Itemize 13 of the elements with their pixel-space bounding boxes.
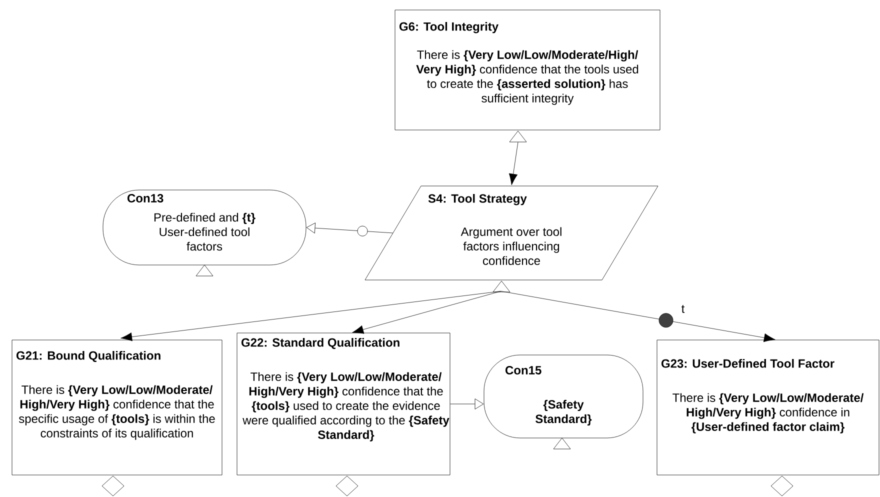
arrow [120, 290, 502, 342]
context-box: Con13 Pre-defined and {t} User-defined tool factors [102, 190, 306, 276]
context-box: Con15 {Safety Standard} [484, 354, 644, 450]
arrow [450, 398, 484, 410]
goal-box: G22: Standard Qualification There is {Very Low/Low/Moderate/High/Very High} confidence that the {tools} used to create the evidence were qualified according to the {Safety Standard} [236, 332, 450, 496]
edge-label: t [680, 304, 686, 314]
arrow [500, 290, 776, 342]
goal-box: G21: Bound Qualification There is {Very Low/Low/Moderate/High/Very High} confidence that the specific usage of {tools} is within the constraints of its qualification [12, 340, 222, 496]
strategy-parallelogram: S4: Tool Strategy Argument over tool factors influencing confidence [364, 186, 658, 292]
arrow [306, 222, 393, 236]
goal-box: G6: Tool Integrity There is {Very Low/Low/Moderate/High/Very High} confidence that the tools used to create the {asserted solution} has sufficient integrity [394, 10, 660, 142]
arrow [352, 290, 502, 334]
goal-box: G23: User-Defined Tool Factor There is {Very Low/Low/Moderate/High/Very High} confidence in {User-defined factor claim} [656, 340, 880, 496]
